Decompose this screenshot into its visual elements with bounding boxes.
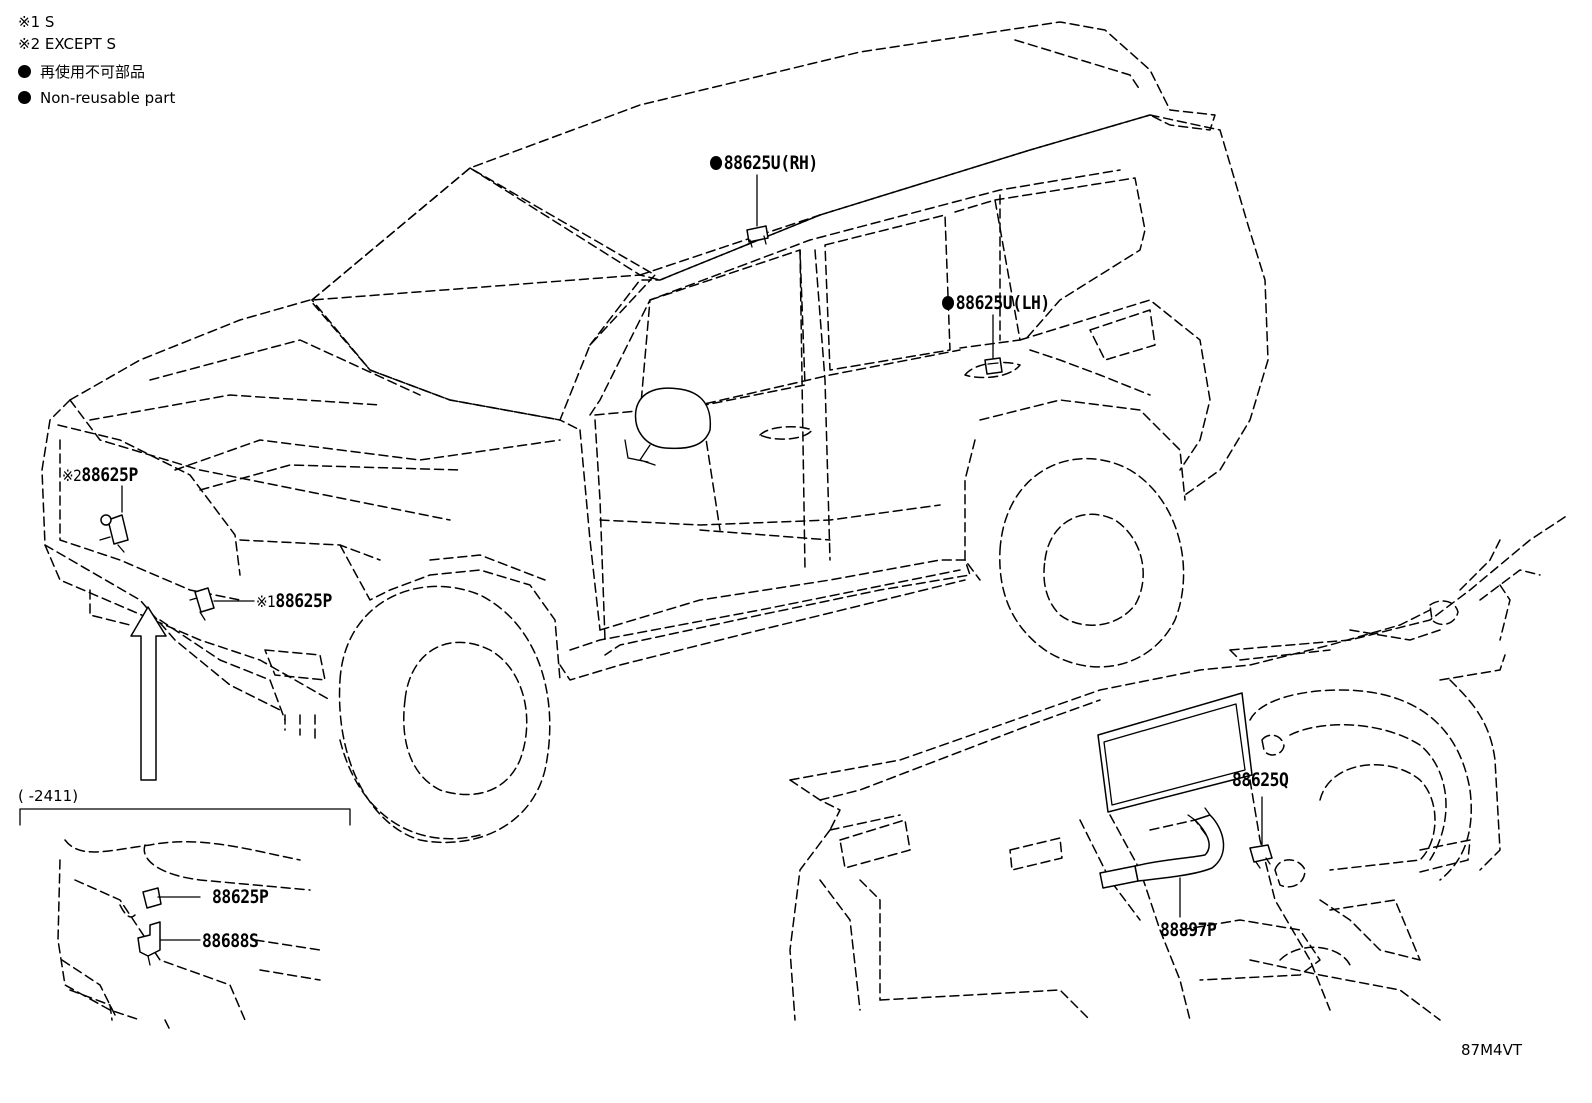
callout-part-number: 88625U: [723, 152, 781, 174]
legend-jp-text: 再使用不可部品: [40, 63, 146, 81]
callout-part-number: 88625P: [81, 464, 138, 486]
callout-part-number: 88625U: [955, 292, 1013, 314]
view-arrow: [130, 606, 167, 781]
legend-note-2: ※2 EXCEPT S: [18, 35, 116, 53]
callout-side: (RH): [780, 152, 818, 174]
callout-side: (LH): [1012, 292, 1050, 314]
callout-dash-duct[interactable]: 88897P: [1160, 919, 1217, 941]
callout-dash-sensor[interactable]: 88625Q: [1232, 769, 1289, 791]
legend-note-1: ※1 S: [18, 13, 55, 31]
callout-inset-bracket[interactable]: 88688S: [202, 930, 259, 952]
figure-code: 87M4VT: [1461, 1041, 1522, 1059]
inset-detail: [19, 808, 351, 1031]
dashboard-detail: [789, 514, 1569, 1021]
callout-mark: ※1: [256, 592, 276, 611]
door-sensor-88625u-lh: [984, 314, 1003, 375]
callout-door-lh[interactable]: 88625U(LH): [942, 294, 1050, 313]
inset-range-label: ( -2411): [18, 787, 79, 805]
callout-inset-sensor[interactable]: 88625P: [212, 886, 269, 908]
callout-front-note1[interactable]: ※188625P: [256, 592, 332, 611]
non-reusable-dot-icon: [18, 91, 31, 104]
legend-en-text: Non-reusable part: [40, 89, 176, 107]
callout-front-note2[interactable]: ※288625P: [62, 466, 138, 485]
callout-roof-rh[interactable]: 88625U(RH): [710, 154, 818, 173]
legend-non-reusable-en: Non-reusable part: [18, 91, 175, 106]
non-reusable-dot-icon: [710, 156, 723, 170]
legend-non-reusable-jp: 再使用不可部品: [18, 65, 145, 80]
roof-sensor-88625u-rh: [746, 174, 769, 248]
callout-mark: ※2: [62, 466, 82, 485]
non-reusable-dot-icon: [18, 65, 31, 78]
front-sensor-88625p-except-s: [99, 485, 129, 553]
front-sensor-88625p-s: [189, 587, 255, 621]
non-reusable-dot-icon: [942, 296, 955, 310]
callout-part-number: 88625P: [275, 590, 332, 612]
vehicle-outline: [41, 21, 1269, 844]
